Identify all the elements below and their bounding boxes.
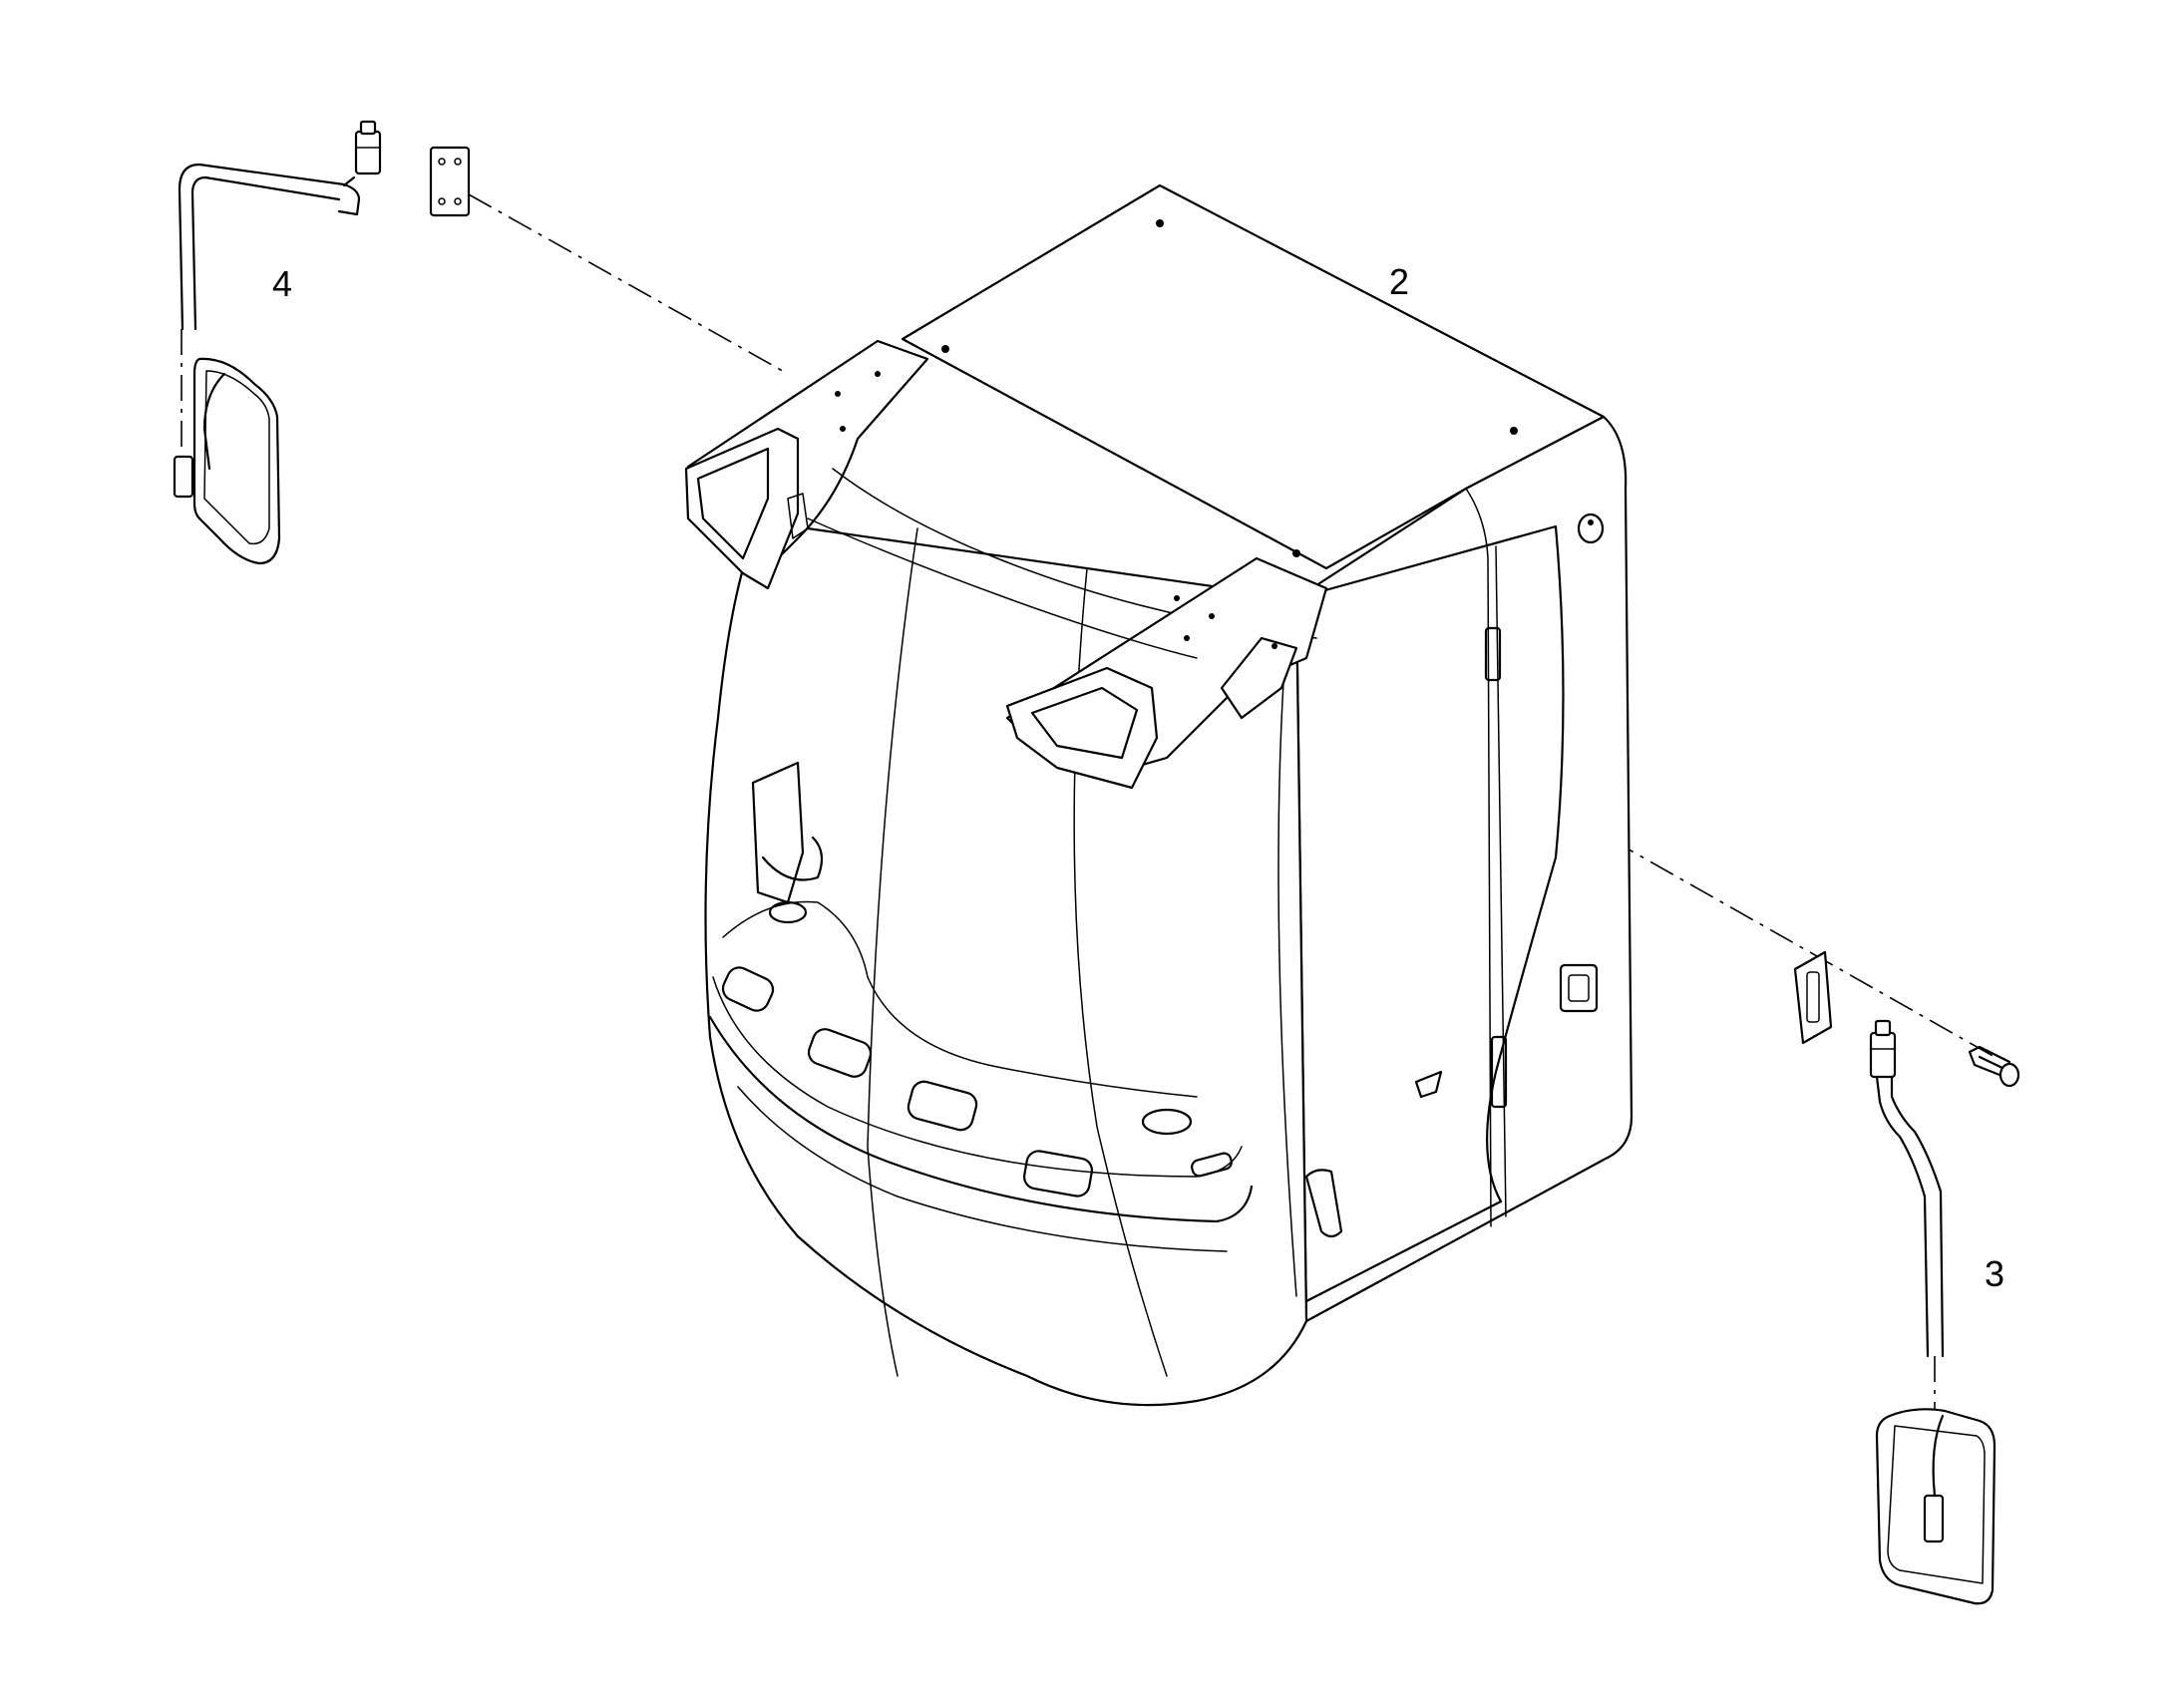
lower-mount-plate	[1793, 950, 1833, 1045]
right-mirror-assembly	[1869, 1019, 1997, 1605]
callout-right-mirror: 3	[1985, 1253, 2004, 1294]
cab-corner-post	[1465, 488, 1492, 1227]
headlight-4	[1023, 1150, 1093, 1197]
left-mirror-mount-block	[354, 130, 382, 175]
roof-bolt	[1156, 219, 1164, 227]
right-mirror-arm	[1875, 1075, 1930, 1358]
left-mirror-glass	[203, 370, 270, 545]
right-mirror-arm-inner	[1890, 1075, 1945, 1358]
left-mirror-arm-inner	[190, 175, 341, 331]
side-door-handle	[1304, 1169, 1343, 1238]
right-mirror-shell-edge	[1932, 1414, 1945, 1498]
mounting-bolt	[1968, 1045, 2020, 1088]
left-mirror-assembly	[173, 120, 382, 565]
right-mirror-bracket	[1005, 595, 1298, 790]
cab-side-wall	[1294, 415, 1634, 1323]
cab-body	[704, 183, 1634, 1407]
cab-door-outline	[1294, 524, 1565, 1303]
right-mirror-mount-block	[1869, 1031, 1897, 1079]
left-mirror-arm-bend	[342, 175, 356, 187]
right-mirror-clamp	[1923, 1494, 1945, 1543]
door-hinge-upper	[1484, 626, 1502, 682]
side-latch-plate	[1559, 963, 1599, 1013]
wiper-assembly	[751, 761, 824, 924]
small-step-bracket	[1414, 1070, 1443, 1099]
headlight-5	[1141, 1108, 1233, 1178]
cab-dash-bulge	[722, 900, 1198, 1098]
headlight-3	[907, 1080, 978, 1132]
right-mirror-glass	[1887, 1425, 1986, 1584]
left-mirror-bracket	[684, 371, 881, 590]
roof-bolt	[941, 345, 949, 353]
roof-bolt	[1510, 427, 1518, 435]
left-mirror-arm	[178, 163, 361, 331]
headlight-1	[721, 966, 775, 1012]
cab-bumper-top	[708, 1015, 1254, 1223]
roof-bolt	[1292, 549, 1300, 557]
left-mirror-clamp	[173, 455, 194, 499]
callout-left-mirror: 4	[272, 263, 292, 304]
cab-bumper-lower-line	[737, 1086, 1228, 1252]
roof-rear-knob	[1577, 512, 1605, 544]
left-mirror-shell-edge	[202, 372, 226, 471]
upper-assembly-line	[468, 193, 789, 375]
cab-door-seal	[1277, 637, 1297, 1297]
cab-door-rear-edge	[1495, 545, 1507, 1217]
headlight-2	[807, 1028, 873, 1078]
lower-assembly-line	[1290, 657, 1996, 1058]
callout-cab: 2	[1389, 261, 1409, 302]
left-mirror-head	[192, 357, 281, 565]
upper-mount-plate	[429, 146, 471, 217]
door-hinge-lower	[1490, 1035, 1508, 1109]
